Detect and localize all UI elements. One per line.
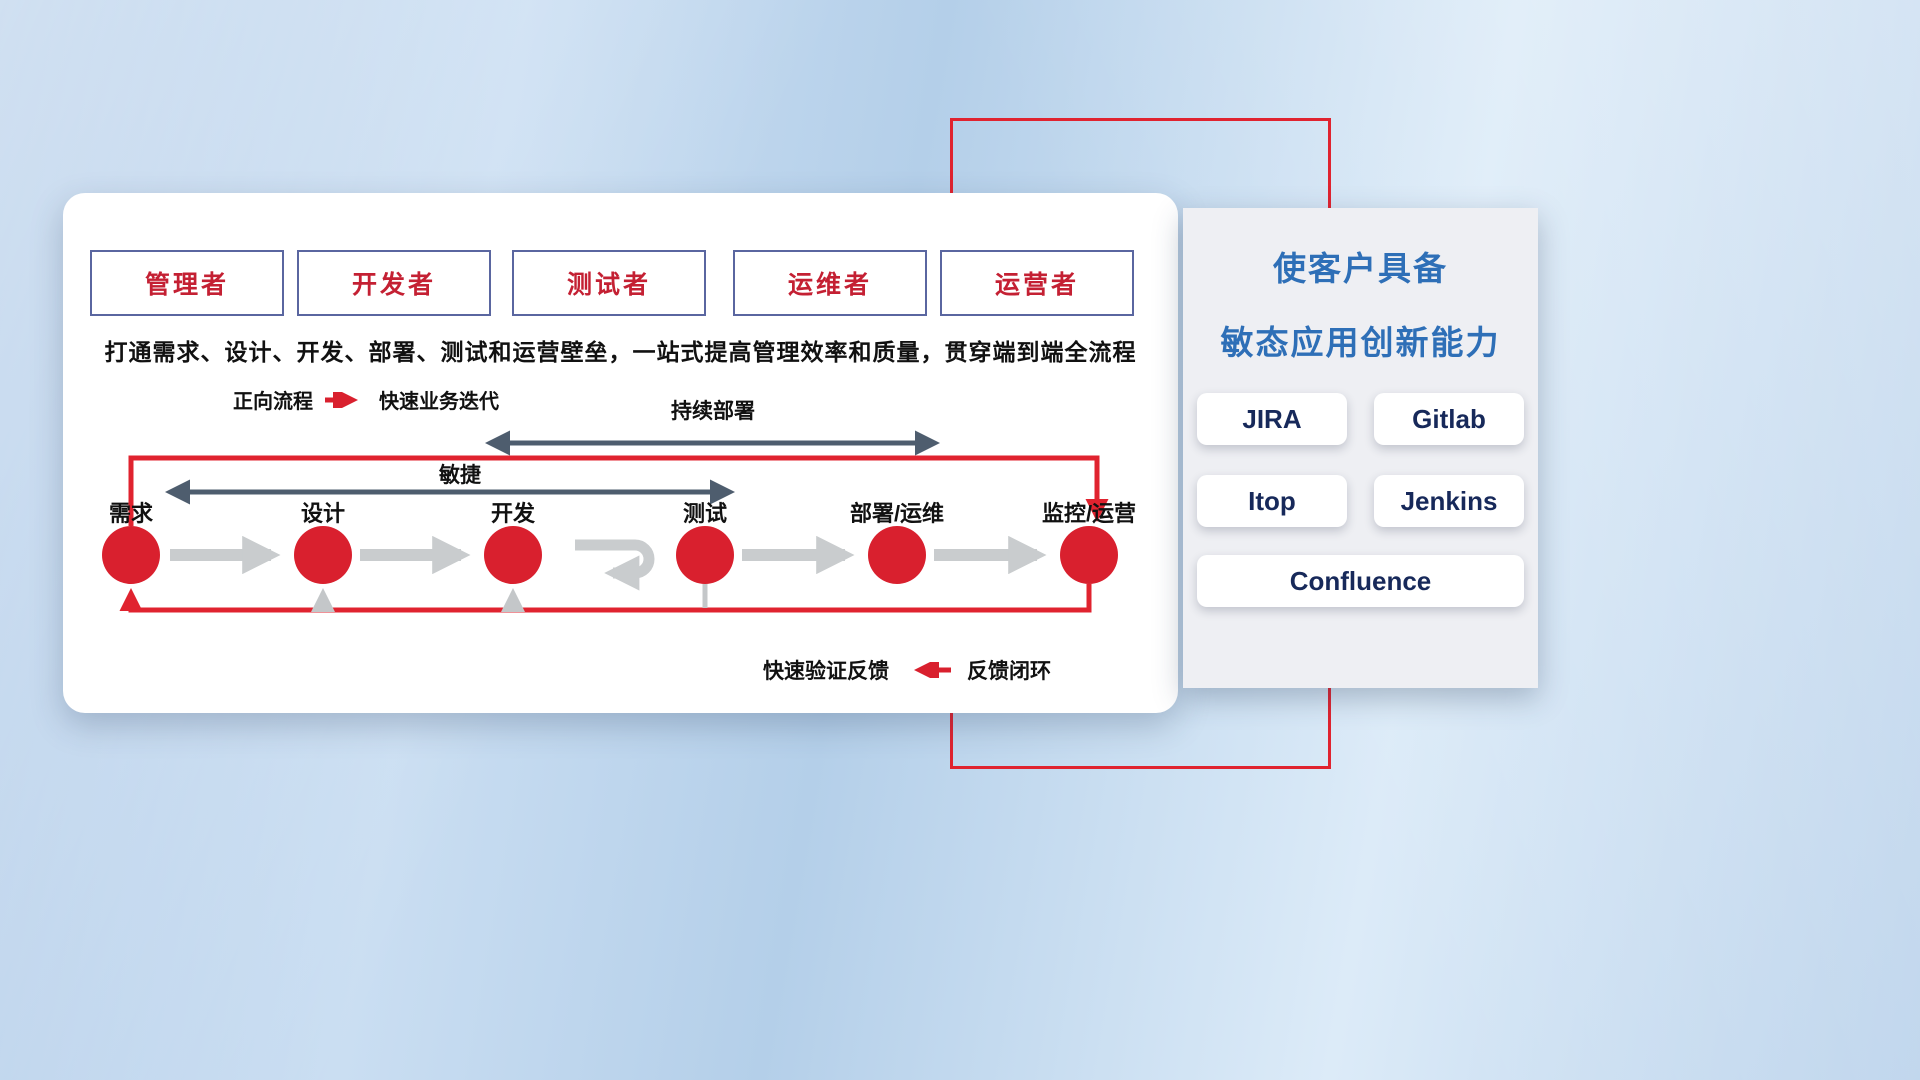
stage-node-develop xyxy=(484,526,542,584)
tool-itop: Itop xyxy=(1197,475,1347,527)
tool-confluence: Confluence xyxy=(1197,555,1524,607)
stage-label-test: 测试 xyxy=(682,501,727,526)
stage-label-monitor: 监控/运营 xyxy=(1041,501,1137,526)
forward-arrow-icon xyxy=(325,391,358,408)
stage-node-requirements xyxy=(102,526,160,584)
role-box-tester: 测试者 xyxy=(512,250,706,316)
cd-label: 持续部署 xyxy=(671,400,755,423)
devops-flow-card: 管理者 开发者 测试者 运维者 运营者 打通需求、设计、开发、部署、测试和运营壁… xyxy=(63,193,1178,713)
role-label: 运营者 xyxy=(994,271,1079,299)
stage-label-design: 设计 xyxy=(300,501,345,526)
legend-forward: 正向流程 快速业务迭代 xyxy=(233,385,499,414)
tool-gitlab: Gitlab xyxy=(1374,393,1524,445)
feedback-loop-line xyxy=(119,584,1092,613)
tool-jenkins: Jenkins xyxy=(1374,475,1524,527)
tool-jira: JIRA xyxy=(1197,393,1347,445)
iteration-loop-icon xyxy=(575,539,655,591)
panel-title-line2: 敏态应用创新能力 xyxy=(1220,324,1501,361)
description-text: 打通需求、设计、开发、部署、测试和运营壁垒，一站式提高管理效率和质量，贯穿端到端… xyxy=(104,339,1137,365)
legend-feedback: 快速验证反馈 反馈闭环 xyxy=(763,655,1051,685)
legend-feedback-value: 反馈闭环 xyxy=(967,660,1051,683)
panel-title-line1: 使客户具备 xyxy=(1273,250,1448,287)
stage-node-deploy-ops xyxy=(868,526,926,584)
agile-label: 敏捷 xyxy=(439,464,481,487)
flow-diagram xyxy=(102,430,1118,613)
stage-node-design xyxy=(294,526,352,584)
legend-feedback-label: 快速验证反馈 xyxy=(763,660,889,683)
role-box-operator: 运营者 xyxy=(940,250,1134,316)
forward-loop-line xyxy=(128,455,1109,526)
stage-label-develop: 开发 xyxy=(490,501,535,526)
role-label: 开发者 xyxy=(351,271,436,299)
stage-label-requirements: 需求 xyxy=(108,501,153,526)
role-label: 测试者 xyxy=(566,271,651,299)
capability-panel: 使客户具备 敏态应用创新能力 JIRA Gitlab Itop Jenkins … xyxy=(1183,208,1538,688)
stage-label-deploy-ops: 部署/运维 xyxy=(849,501,945,526)
legend-forward-label: 正向流程 xyxy=(233,391,313,413)
role-label: 管理者 xyxy=(144,271,229,299)
role-box-ops: 运维者 xyxy=(733,250,927,316)
feedback-arrow-icon xyxy=(914,662,951,678)
legend-forward-value: 快速业务迭代 xyxy=(379,391,499,413)
stage-node-test xyxy=(676,526,734,584)
role-box-manager: 管理者 xyxy=(90,250,284,316)
role-box-developer: 开发者 xyxy=(297,250,491,316)
role-label: 运维者 xyxy=(787,271,872,299)
stage-node-monitor xyxy=(1060,526,1118,584)
